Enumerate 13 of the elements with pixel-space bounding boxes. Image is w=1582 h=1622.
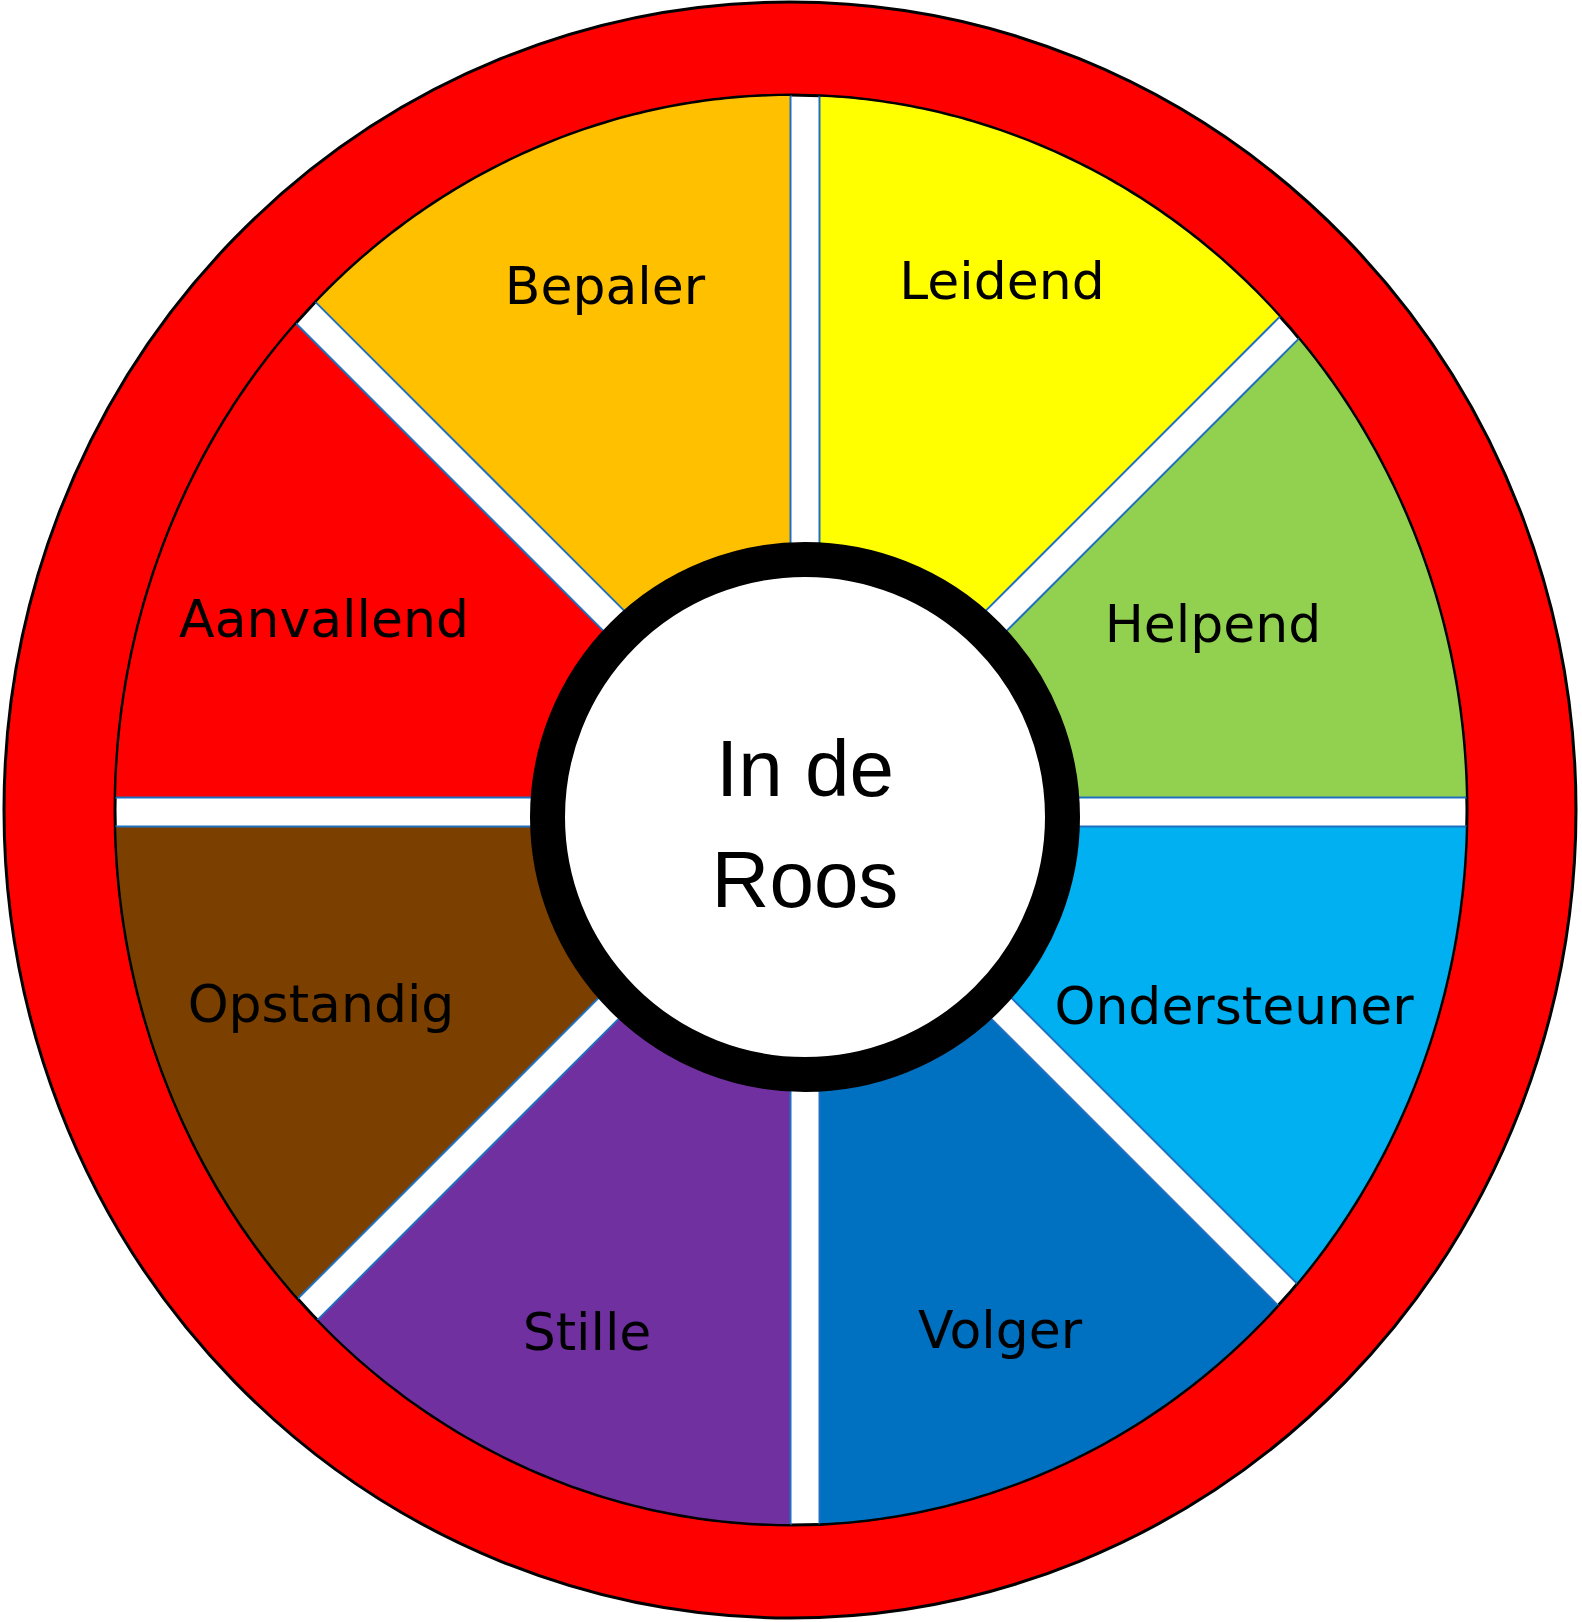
wheel-segment [114,322,606,799]
segment-label: Aanvallend [179,588,469,650]
segment-label: Volger [917,1299,1083,1361]
segment-label: Bepaler [504,255,706,317]
segment-label: Ondersteuner [1054,975,1414,1037]
wheel-segment [114,825,601,1300]
segment-label: Stille [522,1301,652,1363]
segment-label: Helpend [1104,593,1322,655]
segment-label: Opstandig [187,973,455,1035]
segment-label: Leidend [899,250,1105,312]
wheel-segment [1004,337,1468,799]
center-label: In de Roos [710,723,900,926]
wheel-segment [1009,825,1468,1285]
